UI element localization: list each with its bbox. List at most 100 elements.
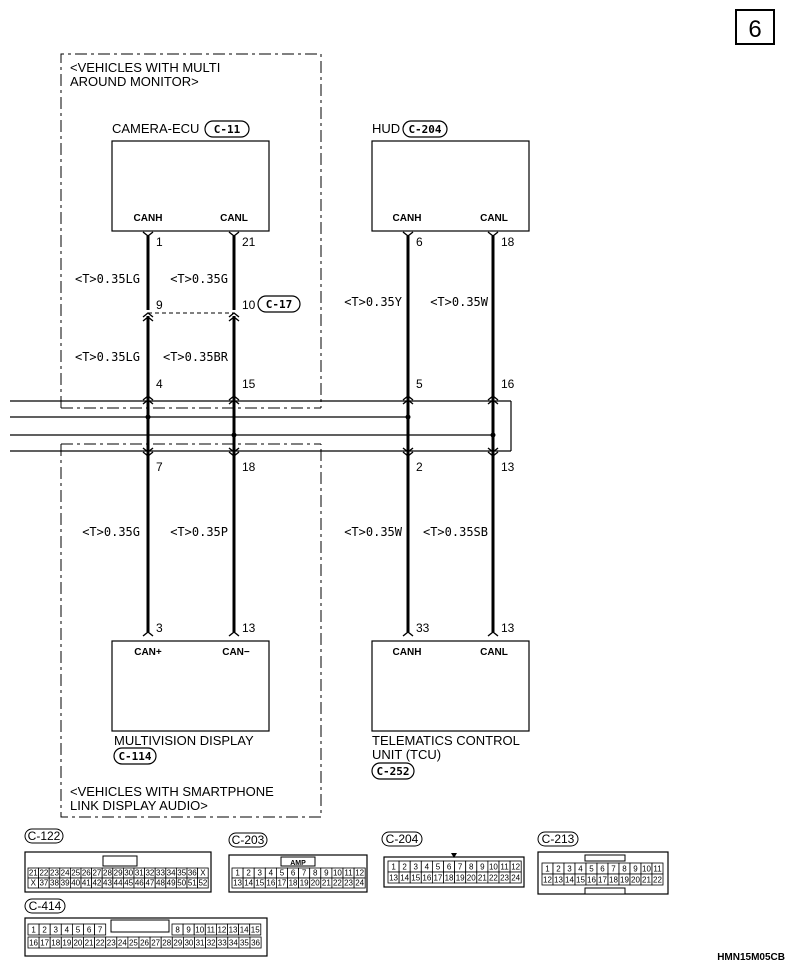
c414-pin-number: 11 — [207, 926, 216, 935]
c414-pin-number: 17 — [40, 939, 49, 948]
connector-chevron — [142, 451, 154, 457]
c213-pin-number: 7 — [611, 865, 616, 874]
connector-chevron — [142, 231, 154, 237]
c122-label: C-122 — [28, 829, 61, 843]
c122-pin-cell — [197, 877, 209, 889]
pin-bus-top-3: 5 — [416, 377, 423, 391]
figure-code: HMN15M05CB — [717, 952, 785, 963]
c414-pin-number: 28 — [162, 939, 171, 948]
junction-connector: C-17 — [266, 298, 293, 311]
c204-pin-number: 12 — [511, 863, 520, 872]
c414-pin-number: 8 — [175, 926, 180, 935]
c414-pin-number: 33 — [218, 939, 227, 948]
c203-pin-number: 4 — [269, 869, 274, 878]
c204-pin-number: 22 — [489, 874, 498, 883]
connector-chevron — [142, 312, 154, 318]
bus-junction-dots — [145, 414, 496, 438]
pin-mvd-canm: 13 — [242, 621, 256, 635]
c122-pin-number: 25 — [71, 869, 80, 878]
c122-pin-number: X — [31, 879, 37, 888]
c213-pin-number: 6 — [600, 865, 605, 874]
c203-pin-number: 8 — [313, 869, 318, 878]
c204-pin-number: 10 — [489, 863, 498, 872]
c414-pin-number: 32 — [207, 939, 216, 948]
c122-pin-number: 36 — [188, 869, 197, 878]
c122-pin-number: 42 — [92, 879, 101, 888]
c414-pin-number: 5 — [76, 926, 81, 935]
c122-pin-number: 45 — [124, 879, 133, 888]
c213-pin-number: 12 — [543, 876, 552, 885]
c203-pin-number: 7 — [302, 869, 307, 878]
connector-chevron — [142, 395, 154, 401]
multivision-pin-canp: CAN+ — [134, 647, 162, 658]
connector-chevron — [228, 231, 240, 237]
c204-pin-number: 6 — [447, 863, 452, 872]
c204-pin-number: 9 — [480, 863, 485, 872]
pin-bus-bot-1: 7 — [156, 460, 163, 474]
c122-pin-number: 47 — [145, 879, 154, 888]
c414-pin-number: 29 — [173, 939, 182, 948]
c203-pin-number: 9 — [324, 869, 329, 878]
connector-chevron — [402, 399, 414, 405]
c122-pin-number: 29 — [114, 869, 123, 878]
c204-pin-number: 21 — [478, 874, 487, 883]
tcu-pin-canl: CANL — [480, 647, 508, 658]
pin-cam-canl: 21 — [242, 235, 256, 249]
tcu-connector: C-252 — [376, 765, 409, 778]
c203-pin-number: 2 — [246, 869, 251, 878]
c204-pin-number: 17 — [433, 874, 442, 883]
connector-chevron — [402, 395, 414, 401]
c414-pin-number: 24 — [118, 939, 127, 948]
c213-pin-number: 3 — [567, 865, 572, 874]
pin-mvd-canp: 3 — [156, 621, 163, 635]
c203-pin-number: 6 — [291, 869, 296, 878]
group-label-smartphone-line1: <VEHICLES WITH SMARTPHONE — [70, 784, 274, 799]
hud-pin-canl: CANL — [480, 213, 508, 224]
group-box-multi-around-monitor — [60, 53, 322, 409]
connector-chevron — [402, 231, 414, 237]
c213-pin-number: 21 — [642, 876, 651, 885]
c414-pin-number: 15 — [251, 926, 260, 935]
c203-pin-number: 19 — [300, 879, 309, 888]
connector-chevron — [142, 316, 154, 322]
hud-title: HUD — [372, 121, 400, 136]
c414-pin-number: 16 — [29, 939, 38, 948]
c213-latch-top — [584, 854, 626, 862]
c414-pin-number: 9 — [186, 926, 191, 935]
camera-ecu-box — [111, 140, 270, 232]
c122-pin-number: 28 — [103, 869, 112, 878]
c203-pin-number: 10 — [333, 869, 342, 878]
c203-pin-cell — [353, 877, 366, 889]
c414-pin-number: 21 — [85, 939, 94, 948]
pin-bus-bot-3: 2 — [416, 460, 423, 474]
wire-label-w2-mid: <T>0.35BR — [163, 350, 229, 364]
group-box-smartphone-link — [60, 443, 322, 818]
c414-pin-number: 10 — [195, 926, 204, 935]
c414-pin-number: 2 — [42, 926, 47, 935]
c204-key-marker — [451, 853, 457, 858]
c122-pin-number: 44 — [114, 879, 123, 888]
c122-latch — [102, 855, 138, 867]
connector-chevron — [402, 631, 414, 637]
connector-chevron — [142, 631, 154, 637]
c204-pin-cell — [509, 871, 522, 884]
camera-ecu-title: CAMERA-ECU — [112, 121, 199, 136]
c203-pin-number: 15 — [255, 879, 264, 888]
c122-pin-number: 38 — [50, 879, 59, 888]
can-bus-lines — [10, 400, 512, 452]
c122-pin-number: 31 — [135, 869, 144, 878]
pin-bus-bot-2: 18 — [242, 460, 256, 474]
c122-pin-number: 35 — [177, 869, 186, 878]
c122-pin-number: 26 — [82, 869, 91, 878]
c122-pin-number: 49 — [167, 879, 176, 888]
c204-pin-number: 11 — [500, 863, 509, 872]
c204-pin-number: 5 — [436, 863, 441, 872]
wire-label-w1-top: <T>0.35LG — [75, 272, 140, 286]
c204-pin-number: 2 — [402, 863, 407, 872]
